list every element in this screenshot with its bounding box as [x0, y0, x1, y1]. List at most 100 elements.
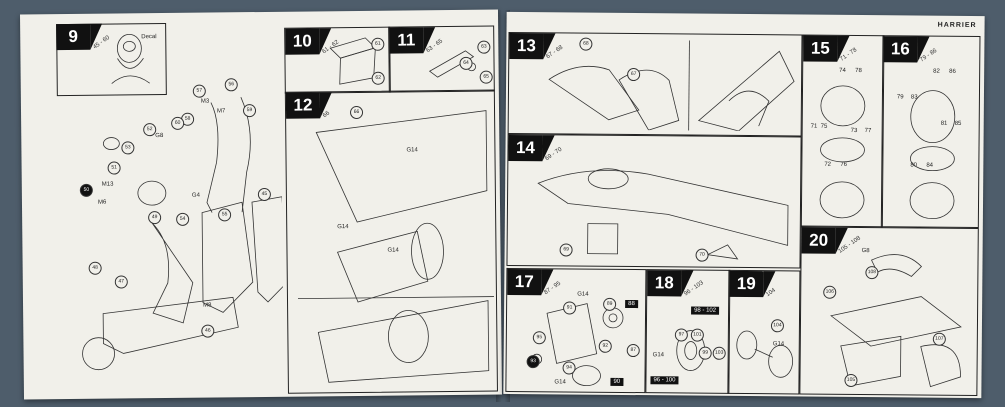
right-page: HARRIER 13 68 67 67 - 68 14 69 70 69 - 7…: [503, 11, 985, 399]
part-89: 89: [603, 297, 617, 311]
part-107: 107: [932, 332, 946, 346]
part-67: 67: [627, 67, 641, 82]
part-88: 88: [625, 299, 638, 309]
part-49: 49: [148, 211, 162, 225]
step-16-drawing: [909, 90, 956, 220]
step-12-drawing: [297, 110, 494, 383]
label-g4: G4: [191, 192, 200, 199]
part-95: 95: [532, 331, 546, 345]
part-70: 70: [695, 248, 709, 262]
step-17-number: 17: [507, 268, 542, 296]
part-51: 51: [107, 161, 121, 175]
step-13-drawing: [548, 40, 795, 132]
part-104: 104: [770, 319, 785, 333]
step-10-panel: 10 61 62 61 - 62: [284, 26, 391, 94]
part-47: 47: [114, 275, 128, 289]
seat-pilot-drawing: [82, 97, 284, 371]
part-53: 53: [121, 141, 135, 155]
part-68: 68: [579, 37, 593, 51]
part-86: 86: [949, 68, 956, 75]
label-m3: M3: [200, 98, 210, 105]
step-9-number: 9: [56, 23, 91, 51]
part-96-100: 96 - 100: [650, 376, 679, 385]
part-90: 90: [610, 377, 624, 386]
part-73: 73: [850, 127, 858, 134]
step-12-panel: 12 66 G14 G14 G14 66: [284, 89, 498, 394]
part-84: 84: [926, 162, 934, 169]
label-m13: M13: [101, 181, 114, 188]
step-14-drawing: [537, 168, 789, 260]
step-16-number: 16: [883, 36, 918, 63]
step-18-number: 18: [647, 270, 682, 297]
label-g8: G8: [861, 248, 870, 255]
part-98-102: 98 - 102: [691, 306, 720, 315]
label-g14-c: G14: [387, 247, 399, 254]
step-9-inset: 9 Decal 45 - 60: [56, 22, 167, 97]
running-head: HARRIER: [937, 21, 977, 30]
part-45: 45: [257, 187, 271, 202]
part-48: 48: [88, 261, 102, 275]
label-g14-17b: G14: [554, 379, 566, 386]
part-62: 62: [371, 71, 385, 85]
step-15-number: 15: [803, 35, 838, 62]
step-11-number: 11: [389, 27, 424, 54]
part-74: 74: [839, 67, 846, 74]
step-9-panel: 9 Decal 45 - 60 57 56 58 59 52 60 53 51 …: [20, 12, 286, 400]
label-g14-b: G14: [337, 224, 349, 231]
part-71: 71: [810, 123, 818, 130]
decal-label: Decal: [141, 34, 157, 41]
part-75: 75: [820, 123, 828, 130]
left-page: 9 Decal 45 - 60 57 56 58 59 52 60 53 51 …: [19, 9, 503, 400]
part-76: 76: [840, 161, 848, 168]
part-81: 81: [940, 120, 948, 127]
step-20-drawing: [830, 254, 962, 388]
step-14-panel: 14 69 70 69 - 70: [506, 133, 802, 269]
part-78: 78: [855, 67, 862, 75]
step-17-panel: 17 91 89 88 92 87 95 93 94 90 G14 G14 87…: [505, 267, 647, 394]
part-79: 79: [896, 94, 904, 101]
part-108: 108: [865, 266, 879, 280]
part-91: 91: [563, 301, 577, 315]
part-97: 97: [674, 328, 688, 342]
part-82: 82: [933, 68, 940, 75]
part-69: 69: [559, 243, 573, 257]
part-56: 56: [224, 78, 238, 92]
label-m6: M6: [97, 199, 107, 206]
part-46: 46: [201, 324, 215, 338]
step-10-number: 10: [285, 28, 320, 55]
label-g8: G8: [155, 133, 164, 140]
part-99: 99: [698, 346, 712, 360]
step-20-panel: 20 108 106 107 105 G8 105 - 108: [799, 226, 979, 397]
step-19-wheels: [736, 330, 794, 378]
pilot-head-drawing: [111, 33, 150, 84]
part-80: 80: [910, 162, 918, 169]
step-18-panel: 18 97 101 99 103 98 - 102 96 - 100 G14 9…: [645, 269, 731, 394]
part-106: 106: [823, 285, 837, 299]
label-g14-17a: G14: [577, 291, 589, 298]
part-77: 77: [864, 128, 872, 135]
step-19-number: 19: [729, 270, 764, 298]
part-85: 85: [954, 120, 962, 127]
part-54: 54: [176, 212, 190, 226]
step-19-panel: 19 104 G14 104: [727, 269, 801, 395]
label-g14-18: G14: [652, 352, 665, 359]
part-103: 103: [712, 346, 726, 360]
step-16-panel: 16 82 86 79 83 81 85 80 84 79 - 86: [880, 35, 981, 229]
part-60: 60: [171, 116, 185, 130]
part-57: 57: [192, 84, 206, 98]
step-13-panel: 13 68 67 67 - 68: [507, 31, 803, 137]
part-61: 61: [371, 37, 385, 51]
part-63: 63: [477, 40, 491, 54]
part-55: 55: [218, 208, 232, 222]
part-59: 59: [242, 104, 257, 118]
step-11-panel: 11 63 64 65 63 - 65: [388, 25, 495, 93]
part-72: 72: [824, 161, 832, 168]
part-94: 94: [562, 361, 576, 375]
part-83: 83: [910, 94, 918, 101]
part-105: 105: [844, 373, 858, 387]
part-64: 64: [459, 56, 473, 70]
step-15-panel: 15 74 78 71 75 73 77 72 76 71 - 78: [800, 34, 885, 228]
step-15-drawing: [819, 85, 866, 219]
part-65: 65: [479, 70, 493, 84]
label-m8: M8: [203, 302, 212, 309]
